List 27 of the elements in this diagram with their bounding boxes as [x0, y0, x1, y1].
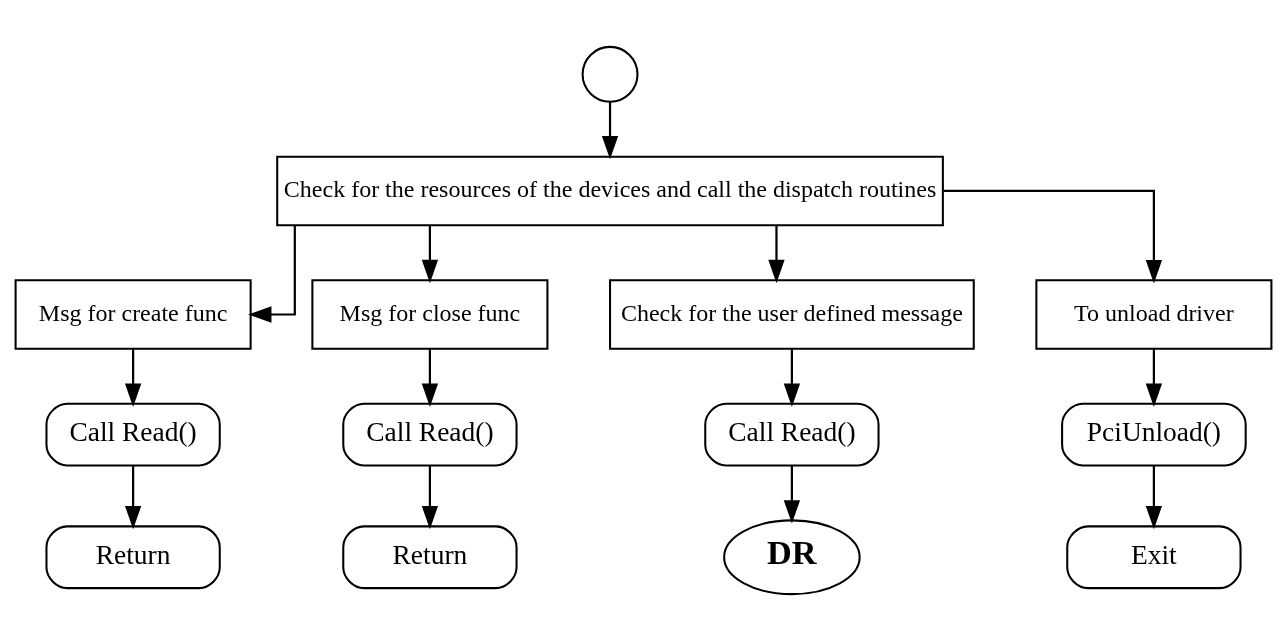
arrow — [1145, 349, 1163, 407]
node-box: Return — [45, 525, 221, 590]
node-box: Call Read() — [45, 402, 221, 467]
node-circle — [581, 45, 639, 103]
arrow — [421, 225, 439, 284]
arrow — [768, 225, 785, 284]
node-box: Return — [342, 525, 518, 590]
node-box: Call Read() — [704, 402, 880, 467]
node-box: PciUnload() — [1061, 402, 1247, 467]
node-box: Call Read() — [342, 402, 518, 467]
arrow — [124, 465, 142, 530]
node-box: Check for the resources of the devices and call the dispatch routines — [276, 155, 944, 227]
node-box: Msg for close func — [311, 279, 549, 350]
arrow — [124, 349, 142, 407]
arrow — [421, 465, 439, 530]
node-box: Exit — [1066, 525, 1242, 590]
arrow — [783, 465, 801, 524]
arrow — [1145, 465, 1163, 530]
node-box: Check for the user defined message — [609, 279, 975, 350]
arrow — [783, 349, 801, 407]
node-ellipse: DR — [723, 519, 861, 596]
arrow — [421, 349, 439, 407]
node-box: Msg for create func — [14, 279, 252, 350]
arrow — [943, 189, 1163, 284]
arrow — [248, 225, 296, 323]
node-box: To unload driver — [1035, 279, 1273, 350]
arrow — [601, 101, 619, 160]
